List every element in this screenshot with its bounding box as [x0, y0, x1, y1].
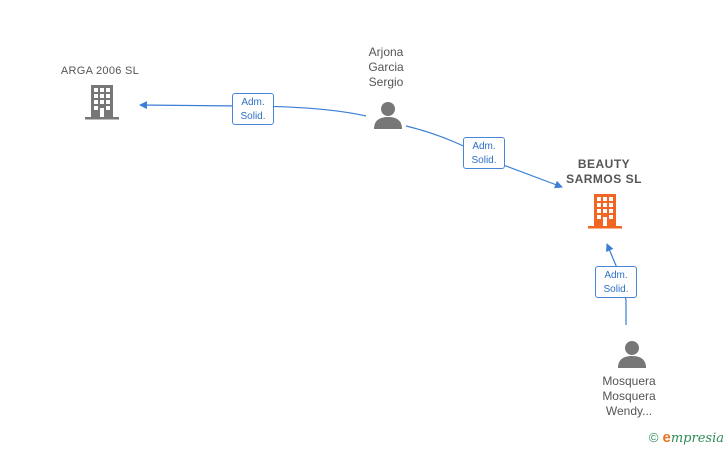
edge-badge-mosquera-beauty[interactable]: Adm. Solid.	[595, 266, 637, 298]
building-icon[interactable]	[85, 84, 119, 125]
node-label-beauty: BEAUTY SARMOS SL	[566, 157, 642, 186]
brand-name: mpresia	[670, 431, 724, 446]
node-label-arjona: Arjona Garcia Sergio	[368, 45, 404, 89]
brand-initial: e	[662, 429, 671, 446]
brand-logo[interactable]: empresia	[663, 429, 724, 446]
copyright-icon: ©	[648, 430, 659, 445]
person-icon[interactable]	[617, 339, 647, 374]
edge-badge-arjona-arga[interactable]: Adm. Solid.	[232, 93, 274, 125]
brand-footer: © empresia	[649, 429, 724, 446]
person-icon[interactable]	[373, 100, 403, 135]
building-icon[interactable]	[588, 193, 622, 234]
node-label-mosquera: Mosquera Mosquera Wendy...	[602, 374, 656, 418]
node-label-arga: ARGA 2006 SL	[60, 65, 140, 77]
edge-badge-arjona-beauty[interactable]: Adm. Solid.	[463, 137, 505, 169]
